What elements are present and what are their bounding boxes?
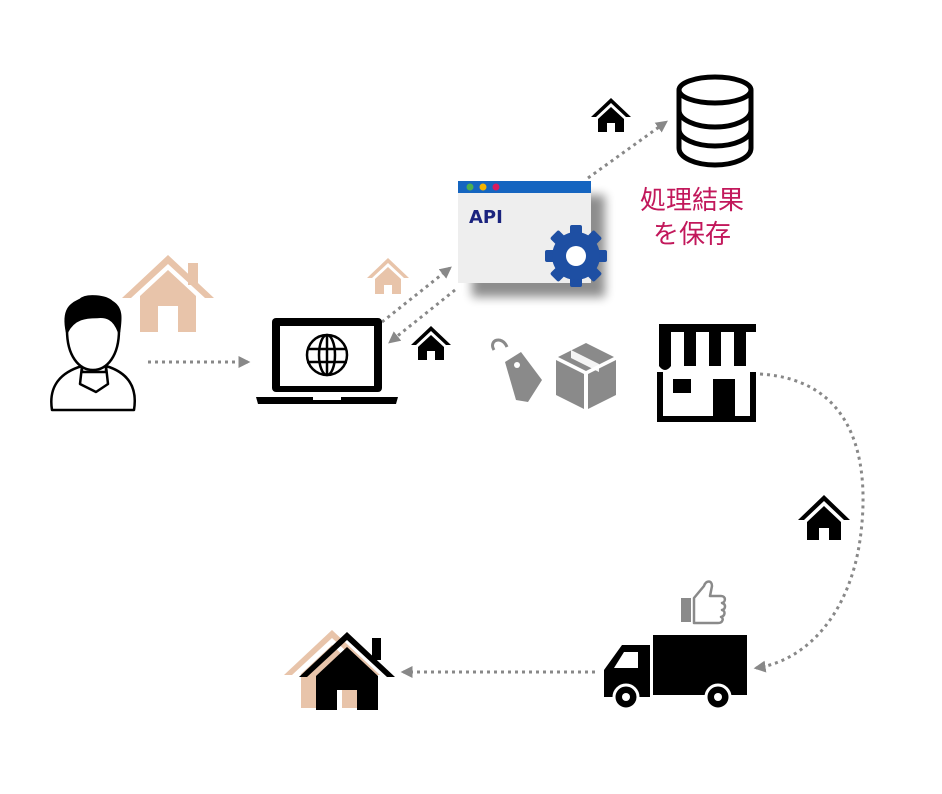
person-icon [50,295,137,412]
price-tag-icon [491,338,542,402]
globe-icon [305,333,349,377]
window-dot-red [492,183,500,191]
window-dot-green [466,183,474,191]
arrow-store-to-truck [753,372,865,673]
delivery-truck-icon [604,635,747,711]
house-icon-small-laptop [411,326,451,360]
database-icon [676,74,754,168]
api-window-icon: API [458,181,607,287]
house-icon-small-peach [367,258,409,294]
thumbs-up-icon [681,580,727,625]
storage-caption-line1: 処理結果 [640,186,744,216]
arrow-api-to-database [587,120,668,180]
storage-caption-line2: を保存 [653,220,731,250]
house-icon-route [798,495,850,540]
arrow-laptop-to-api [381,266,452,324]
box-icon [556,343,616,409]
laptop-globe-icon [256,318,398,404]
api-label: API [469,207,503,228]
gear-icon [545,225,607,287]
store-icon [657,324,756,422]
house-icon-small-database [591,98,631,132]
peach-house-icon [122,255,214,332]
window-dot-yellow [479,183,487,191]
destination-house-icon [284,630,395,710]
storage-caption: 処理結果 を保存 [640,186,744,250]
flow-arrows [148,120,865,678]
